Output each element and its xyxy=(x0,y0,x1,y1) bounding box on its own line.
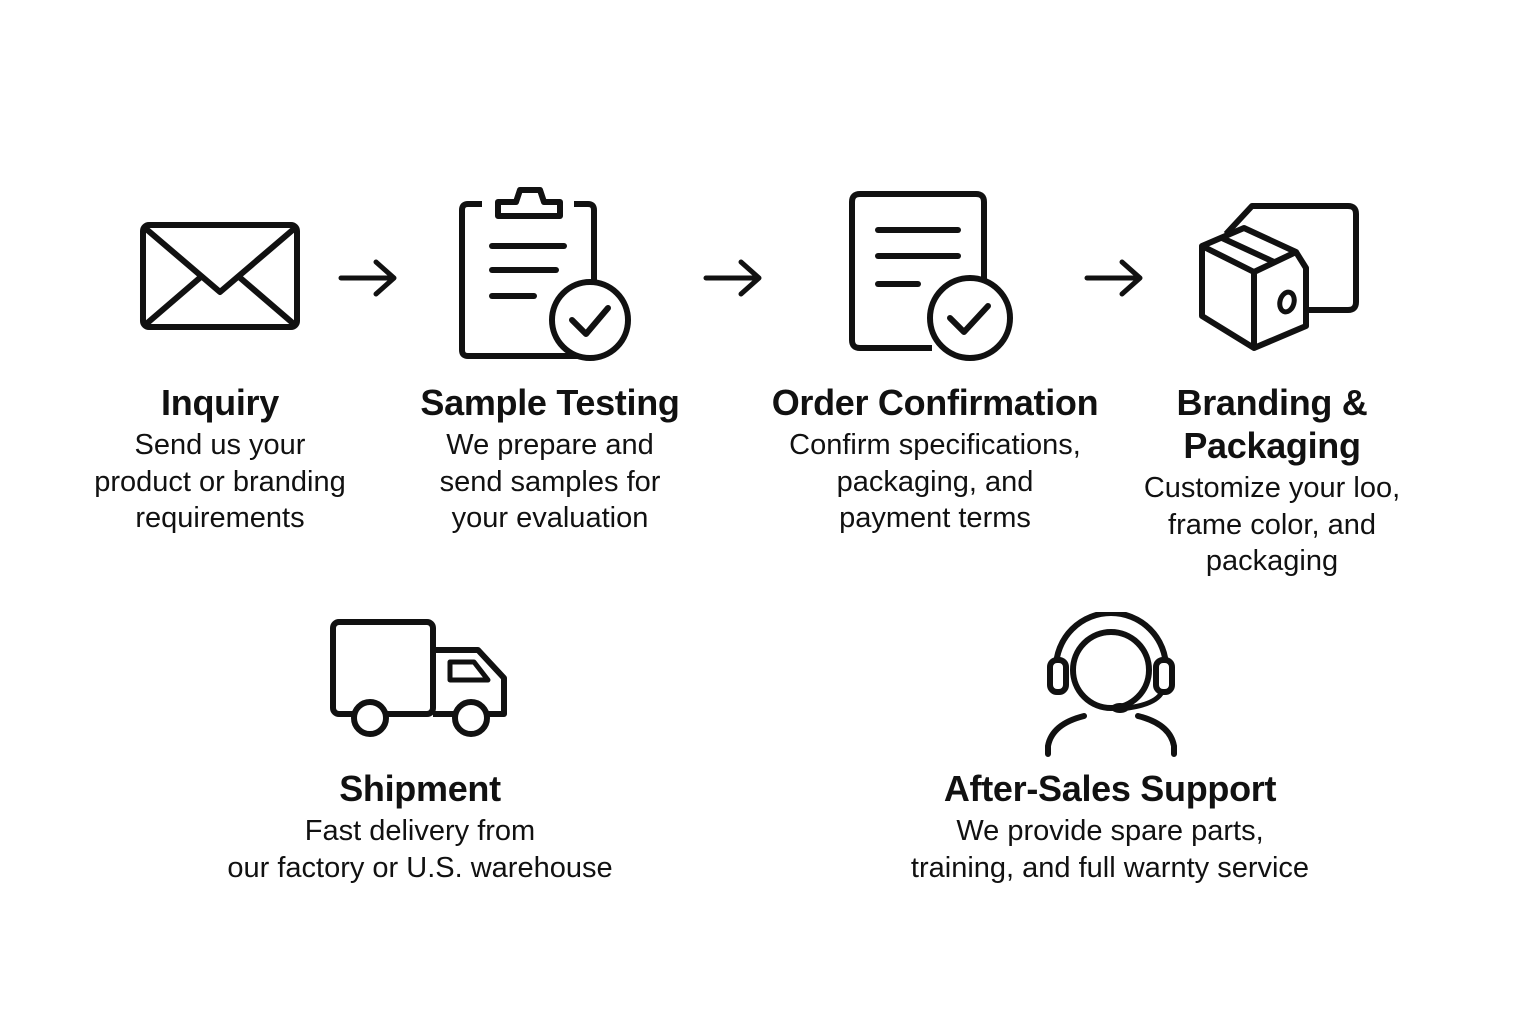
step-title: Inquiry xyxy=(161,382,279,423)
step-description: Send us your product or branding require… xyxy=(94,429,346,534)
arrow-right-icon xyxy=(338,258,400,303)
step-title: Sample Testing xyxy=(420,382,680,423)
arrow-right-icon xyxy=(703,258,765,303)
step-inquiry: Inquiry Send us your product or branding… xyxy=(70,381,370,537)
step-sample-testing: Sample Testing We prepare and send sampl… xyxy=(400,381,700,537)
step-after-sales-support: After-Sales Support We provide spare par… xyxy=(880,767,1340,886)
step-description: Customize your loo, frame color, and pac… xyxy=(1143,472,1401,577)
headset-support-icon xyxy=(1044,612,1178,758)
box-package-icon xyxy=(1196,198,1364,360)
arrow-right-icon xyxy=(1084,258,1146,303)
document-check-icon xyxy=(848,190,1018,366)
step-description: Confirm specifications, packaging, and p… xyxy=(789,429,1081,534)
step-title: Branding & Packaging xyxy=(1176,382,1368,466)
envelope-icon xyxy=(136,218,306,336)
step-description: We provide spare parts, training, and fu… xyxy=(910,815,1310,884)
step-title: Shipment xyxy=(339,768,501,809)
step-description: Fast delivery from our factory or U.S. w… xyxy=(227,815,613,884)
step-title: After-Sales Support xyxy=(943,768,1277,809)
step-title: Order Confirmation xyxy=(771,382,1099,423)
step-branding-packaging: Branding & Packaging Customize your loo,… xyxy=(1126,381,1418,580)
step-order-confirmation: Order Confirmation Confirm specification… xyxy=(750,381,1120,537)
step-shipment: Shipment Fast delivery from our factory … xyxy=(200,767,640,886)
truck-icon xyxy=(328,616,512,742)
clipboard-check-icon xyxy=(456,186,632,362)
step-description: We prepare and send samples for your eva… xyxy=(439,429,661,534)
